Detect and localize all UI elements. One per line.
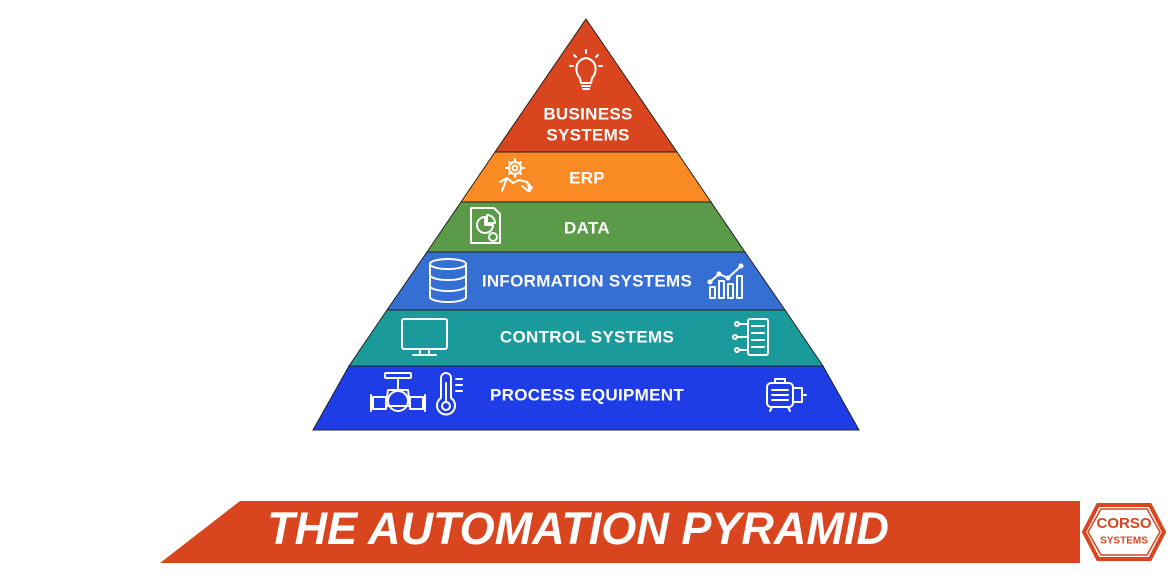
- layer-label-process-equipment: PROCESS EQUIPMENT: [490, 385, 684, 404]
- layer-label-control-systems: CONTROL SYSTEMS: [500, 327, 674, 346]
- database-icon: [429, 258, 467, 303]
- report-chart-icon: [470, 207, 501, 244]
- motor-icon: [766, 378, 807, 412]
- layer-label-data: DATA: [564, 218, 610, 237]
- layer-label-business-line1: BUSINESS: [543, 104, 632, 123]
- control-panel-icon: [732, 318, 769, 356]
- logo-text-corso: CORSO: [1096, 515, 1151, 532]
- bar-chart-trend-icon: [707, 263, 744, 299]
- logo-text-systems: SYSTEMS: [1100, 536, 1148, 547]
- valve-icon: [370, 372, 426, 412]
- layer-label-information-systems: INFORMATION SYSTEMS: [482, 271, 692, 290]
- handshake-gear-icon: [499, 158, 533, 192]
- corso-systems-logo: CORSO SYSTEMS: [1080, 495, 1173, 573]
- thermometer-icon: [436, 372, 463, 416]
- layer-label-erp: ERP: [569, 168, 605, 187]
- monitor-icon: [401, 318, 448, 356]
- lightbulb-icon: [569, 49, 603, 90]
- layer-label-business-line2: SYSTEMS: [546, 125, 629, 144]
- banner-title: THE AUTOMATION PYRAMID: [267, 503, 889, 554]
- title-banner: [160, 501, 1173, 563]
